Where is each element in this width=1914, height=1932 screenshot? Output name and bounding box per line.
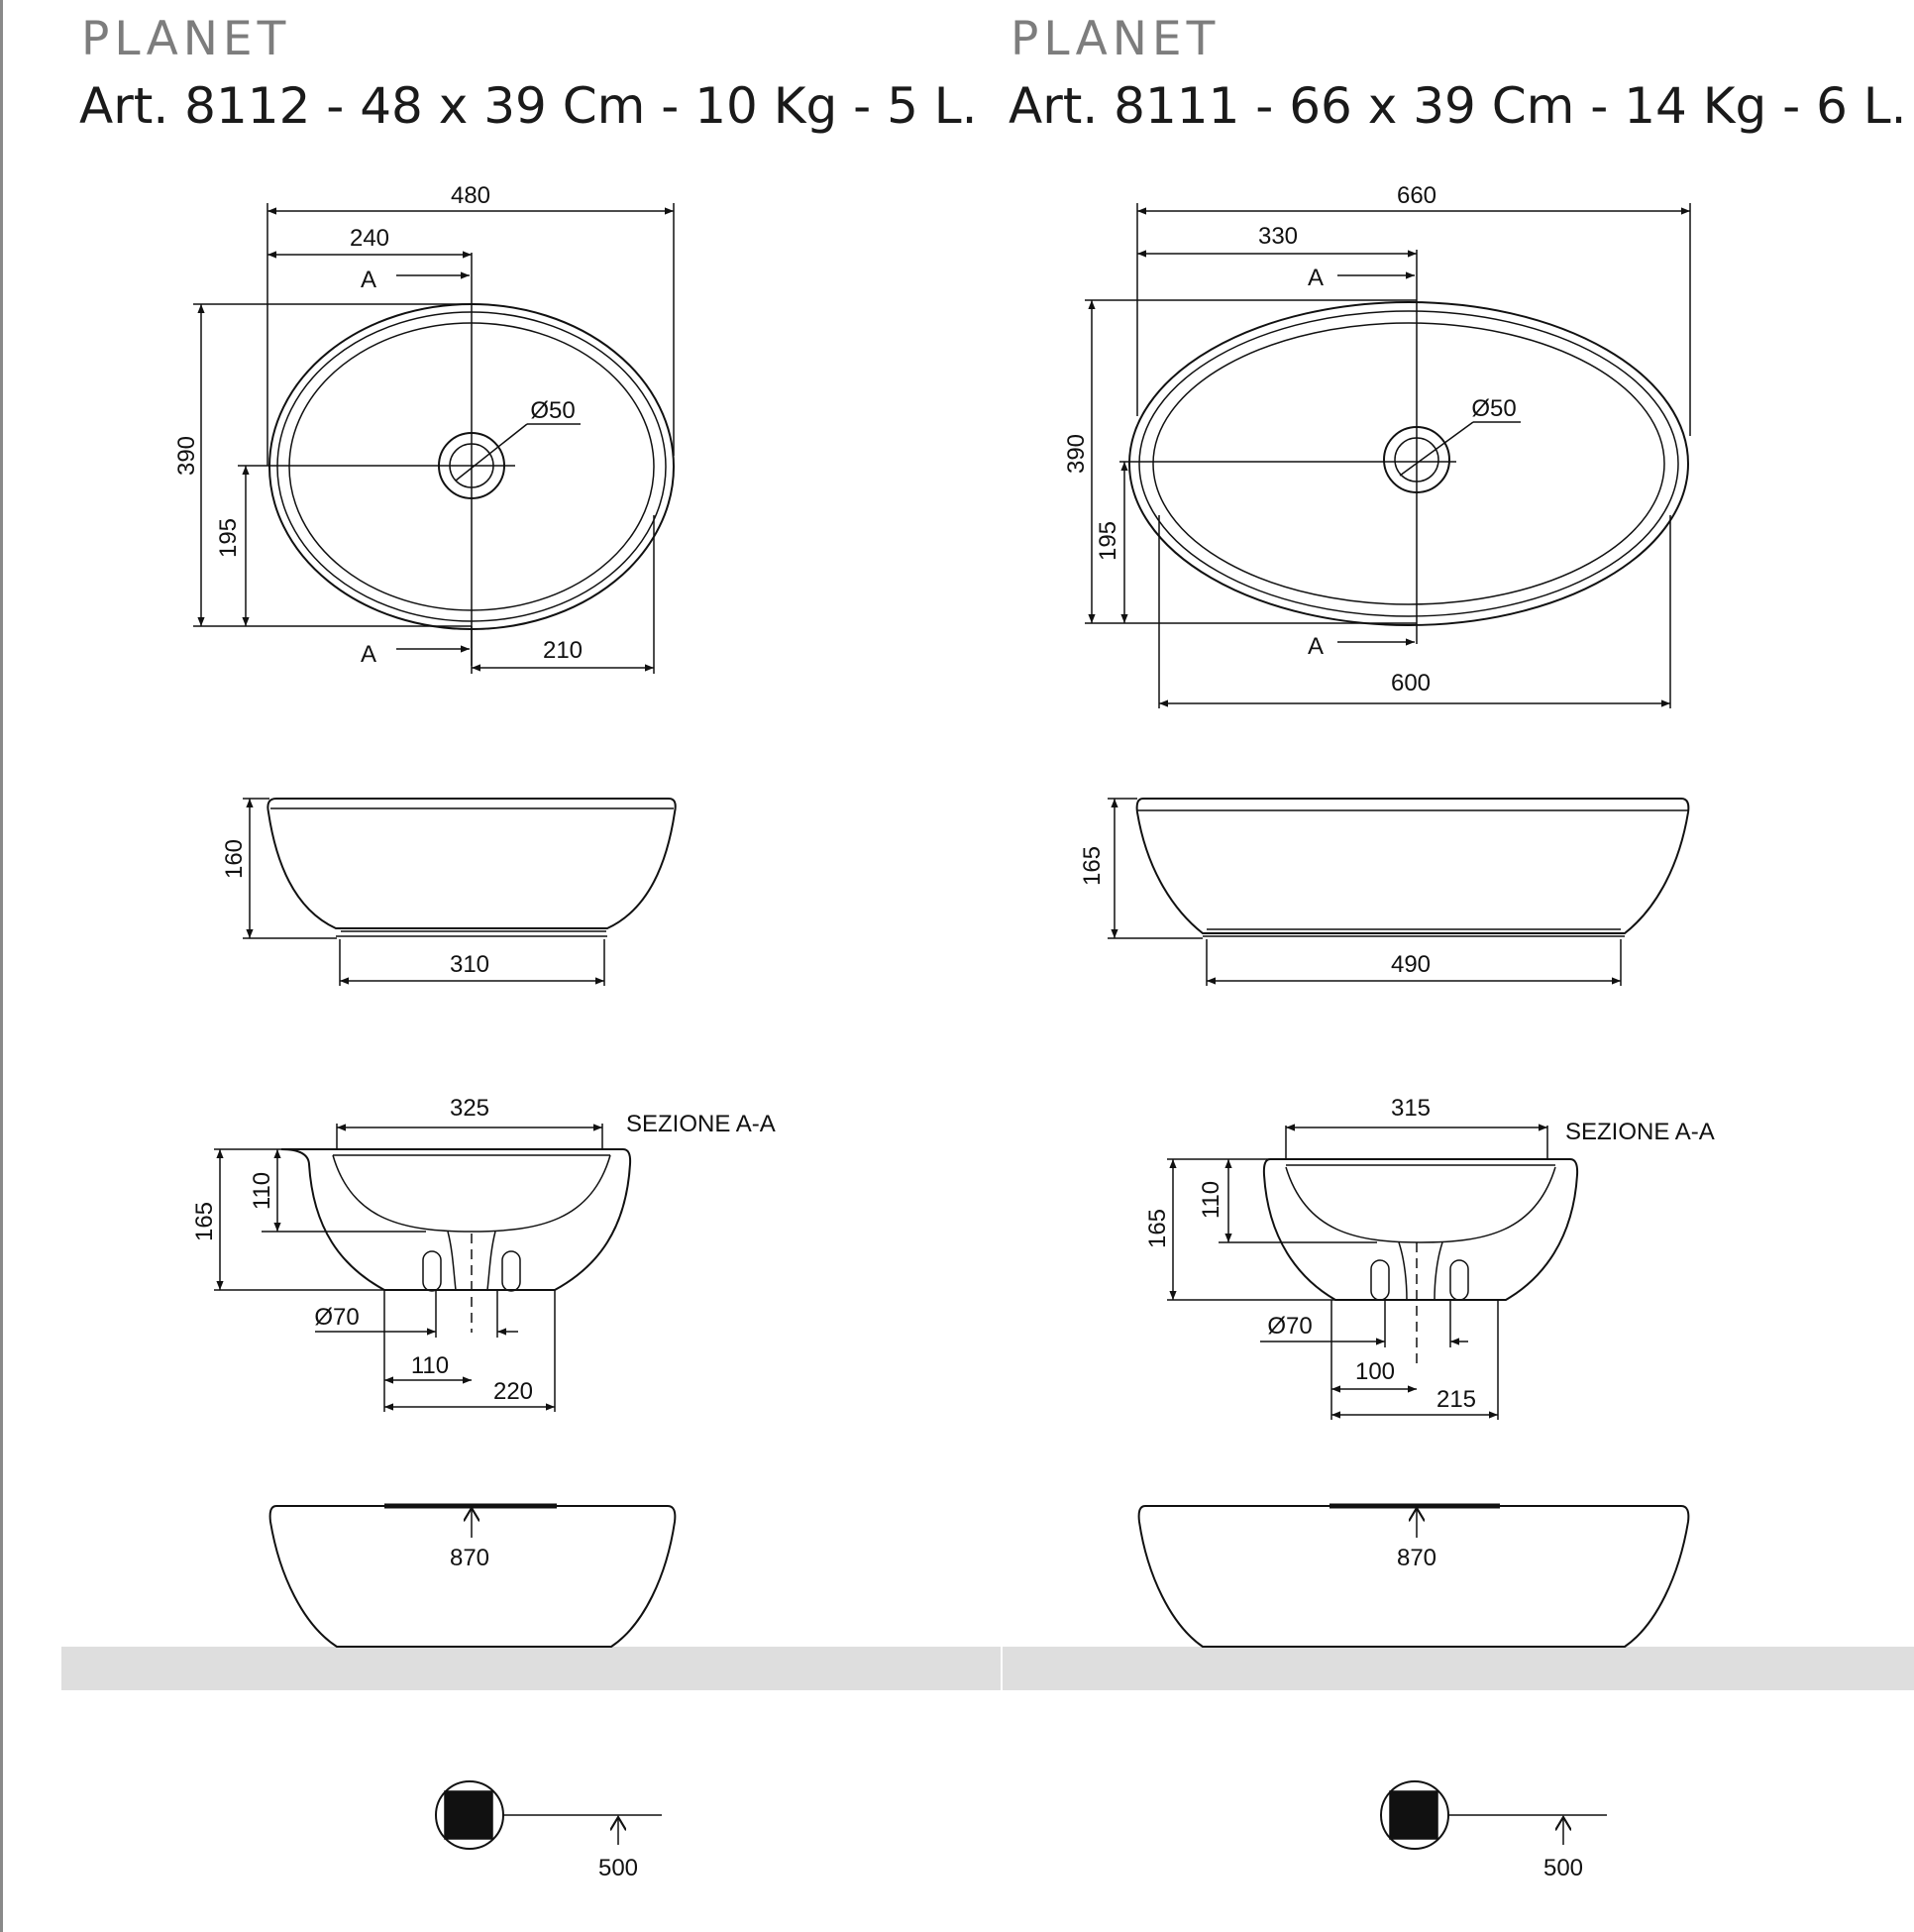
dim-bowl-depth: 110 [249, 1172, 275, 1210]
dim-width: 660 [1397, 182, 1436, 209]
dim-half-depth: 195 [215, 518, 242, 558]
page-left-border [0, 0, 3, 1932]
dim-inner-width: 600 [1391, 670, 1431, 697]
dim-half-width: 240 [350, 225, 389, 252]
dim-drain: Ø50 [530, 397, 575, 424]
section-mark: A [361, 267, 376, 293]
floor-strip-right [1003, 1647, 1914, 1690]
dim-outlet-height: 500 [598, 1855, 638, 1881]
top-view-left [193, 203, 675, 674]
dim-front: 210 [543, 637, 583, 664]
dim-half-depth: 195 [1095, 521, 1121, 561]
dim-waste: Ø70 [1267, 1313, 1312, 1340]
product-spec: Art. 8111 - 66 x 39 Cm - 14 Kg - 6 L. [1009, 77, 1907, 135]
dim-foot: 220 [493, 1378, 533, 1405]
dim-inner: 325 [450, 1095, 489, 1122]
dim-offset: 110 [411, 1352, 449, 1379]
dim-drain: Ø50 [1471, 395, 1516, 422]
section-mark: A [361, 641, 376, 668]
dim-offset: 100 [1355, 1358, 1395, 1385]
section-mark: A [1308, 265, 1324, 291]
section-label: SEZIONE A-A [1565, 1119, 1715, 1145]
dim-mount-height: 870 [1397, 1545, 1436, 1571]
dim-depth: 390 [1063, 434, 1090, 474]
dim-base: 490 [1391, 951, 1431, 978]
dim-inner: 315 [1391, 1095, 1431, 1122]
dim-bowl-depth: 110 [1198, 1181, 1224, 1219]
mounted-view-left [268, 1503, 677, 1648]
outlet-left [435, 1780, 662, 1850]
dim-waste: Ø70 [314, 1304, 359, 1331]
side-view-right [1108, 798, 1690, 986]
dim-depth: 390 [173, 436, 200, 476]
dim-half-width: 330 [1258, 223, 1298, 250]
dim-total-height: 165 [1144, 1209, 1171, 1248]
section-label: SEZIONE A-A [626, 1111, 776, 1137]
dim-total-height: 165 [191, 1202, 218, 1241]
section-view-right [1167, 1124, 1579, 1420]
mounted-view-right [1137, 1503, 1690, 1648]
floor-strip-left [61, 1647, 1001, 1690]
side-view-left [243, 798, 677, 986]
section-mark: A [1308, 633, 1324, 660]
dim-width: 480 [451, 182, 490, 209]
top-view-right [1085, 203, 1691, 708]
dim-height: 165 [1079, 846, 1106, 886]
product-title: PLANET [1010, 12, 1221, 66]
product-title: PLANET [81, 12, 291, 66]
dim-height: 160 [221, 839, 248, 879]
dim-foot: 215 [1436, 1386, 1476, 1413]
section-view-left [214, 1124, 632, 1412]
dim-outlet-height: 500 [1543, 1855, 1583, 1881]
product-spec: Art. 8112 - 48 x 39 Cm - 10 Kg - 5 L. [79, 77, 978, 135]
dim-base: 310 [450, 951, 489, 978]
outlet-right [1380, 1780, 1607, 1850]
dim-mount-height: 870 [450, 1545, 489, 1571]
